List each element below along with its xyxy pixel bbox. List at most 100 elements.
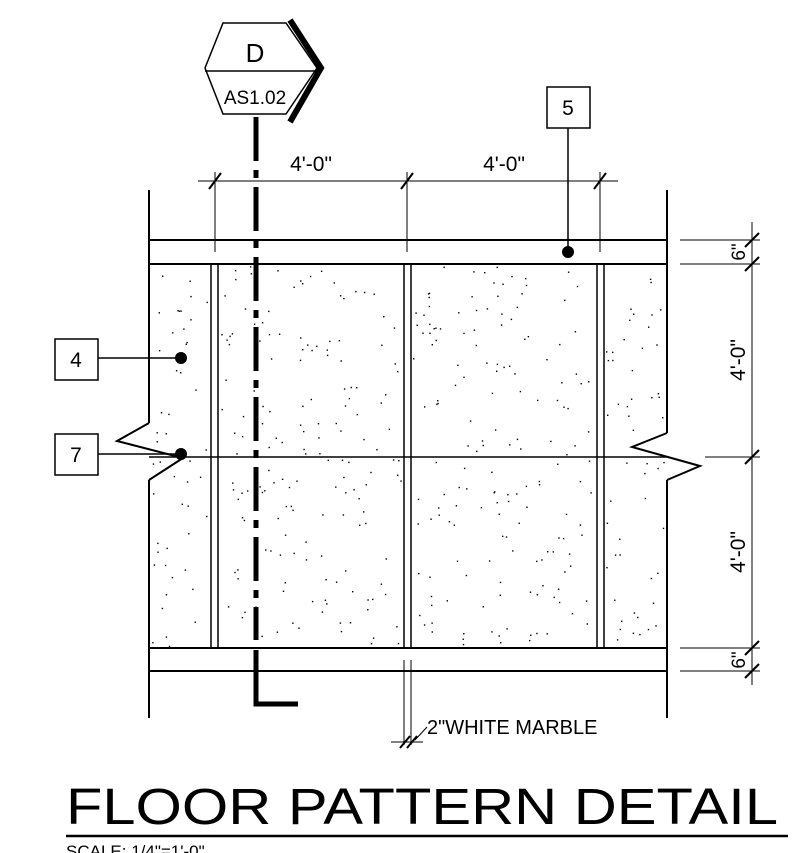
stone-speckle	[610, 500, 612, 502]
stone-speckle	[205, 449, 207, 451]
stone-speckle	[327, 459, 329, 461]
marble-note-leader	[391, 726, 428, 749]
section-marker-hexagon	[204, 22, 318, 115]
stone-speckle	[469, 420, 472, 422]
stone-speckle	[244, 308, 247, 310]
stone-speckle	[165, 636, 168, 638]
stone-speckle	[234, 571, 236, 574]
stone-speckle	[491, 471, 493, 473]
stone-speckle	[579, 524, 582, 526]
section-marker-letter: D	[246, 38, 265, 68]
stone-speckle	[343, 476, 345, 479]
stone-speckle	[631, 369, 634, 372]
stone-speckle	[157, 542, 159, 545]
stone-speckle	[385, 558, 387, 560]
stone-speckle	[575, 373, 578, 375]
stone-speckle	[488, 560, 491, 562]
stone-speckle	[417, 498, 420, 501]
stone-speckle	[443, 266, 445, 268]
stone-speckle	[446, 600, 448, 602]
stone-speckle	[516, 438, 519, 441]
stone-speckle	[305, 453, 307, 455]
stone-speckle	[173, 475, 176, 478]
stone-speckle	[300, 280, 302, 282]
stone-speckle	[322, 514, 324, 516]
stone-speckle	[343, 297, 345, 300]
stone-speckle	[307, 344, 309, 346]
stone-speckle	[221, 408, 223, 411]
strip-extension	[403, 660, 412, 745]
stone-speckle	[370, 643, 373, 645]
stone-speckle	[590, 492, 592, 494]
stone-speckle	[632, 429, 635, 431]
stone-speckle	[189, 460, 191, 462]
stone-speckle	[463, 376, 465, 378]
stone-speckle	[429, 332, 431, 334]
stone-speckle	[365, 484, 367, 486]
stone-speckle	[562, 537, 565, 540]
stone-speckle	[329, 340, 331, 343]
stone-speckle	[226, 339, 228, 341]
stone-speckle	[576, 285, 579, 288]
stone-speckle	[626, 405, 629, 408]
stone-speckle	[284, 582, 286, 584]
stone-speckle	[320, 270, 323, 272]
stone-speckle	[486, 308, 489, 310]
tag-4-dot	[175, 352, 187, 364]
stone-speckle	[388, 428, 391, 430]
stone-speckle	[156, 432, 158, 434]
stone-speckle	[491, 392, 494, 395]
stone-speckle	[566, 454, 568, 456]
stone-speckle	[264, 490, 266, 492]
stone-speckle	[530, 634, 532, 636]
stone-speckle	[285, 505, 287, 508]
stone-speckle	[430, 518, 432, 520]
tag-7-label: 7	[70, 444, 82, 467]
stone-speckle	[656, 344, 658, 346]
stone-speckle	[443, 493, 445, 496]
stone-speckle	[326, 349, 328, 351]
tag-4-box	[54, 338, 99, 381]
stone-speckle	[567, 271, 570, 273]
stone-speckle	[320, 555, 323, 557]
stone-speckle	[153, 493, 155, 495]
stone-speckle	[381, 344, 383, 346]
stone-speckle	[348, 461, 350, 464]
stone-speckle	[633, 313, 635, 315]
stone-speckle	[465, 574, 468, 577]
stone-speckle	[529, 639, 531, 642]
stone-speckle	[370, 471, 372, 474]
stone-speckle	[657, 393, 660, 395]
stone-speckle	[317, 423, 320, 425]
stone-speckle	[385, 394, 387, 396]
stone-speckle	[662, 417, 664, 419]
stone-speckle	[614, 599, 616, 601]
stone-speckle	[435, 327, 437, 329]
stone-speckle	[372, 637, 375, 639]
stone-speckle	[241, 435, 244, 438]
stone-speckle	[550, 440, 552, 443]
stone-speckle	[463, 633, 465, 635]
stone-speckle	[525, 284, 528, 287]
stone-speckle	[536, 560, 538, 563]
stone-speckle	[183, 328, 185, 330]
stone-speckle	[380, 583, 383, 585]
stone-speckle	[462, 638, 464, 640]
stone-speckle	[473, 271, 475, 273]
stone-speckle	[416, 324, 418, 326]
left-break-line	[114, 422, 186, 481]
stone-speckle	[335, 486, 337, 488]
stone-speckle	[448, 521, 451, 523]
stone-speckle	[340, 430, 342, 432]
stone-speckle	[235, 278, 237, 281]
stone-speckle	[510, 318, 513, 321]
stone-speckle	[261, 635, 263, 638]
stone-speckle	[268, 310, 270, 313]
stone-speckle	[525, 485, 528, 488]
stone-speckle	[422, 332, 424, 334]
stone-speckle	[500, 324, 503, 326]
stone-speckle	[236, 453, 238, 455]
stone-speckle	[156, 441, 158, 443]
stone-speckle	[413, 358, 415, 360]
stone-speckle	[606, 522, 609, 524]
